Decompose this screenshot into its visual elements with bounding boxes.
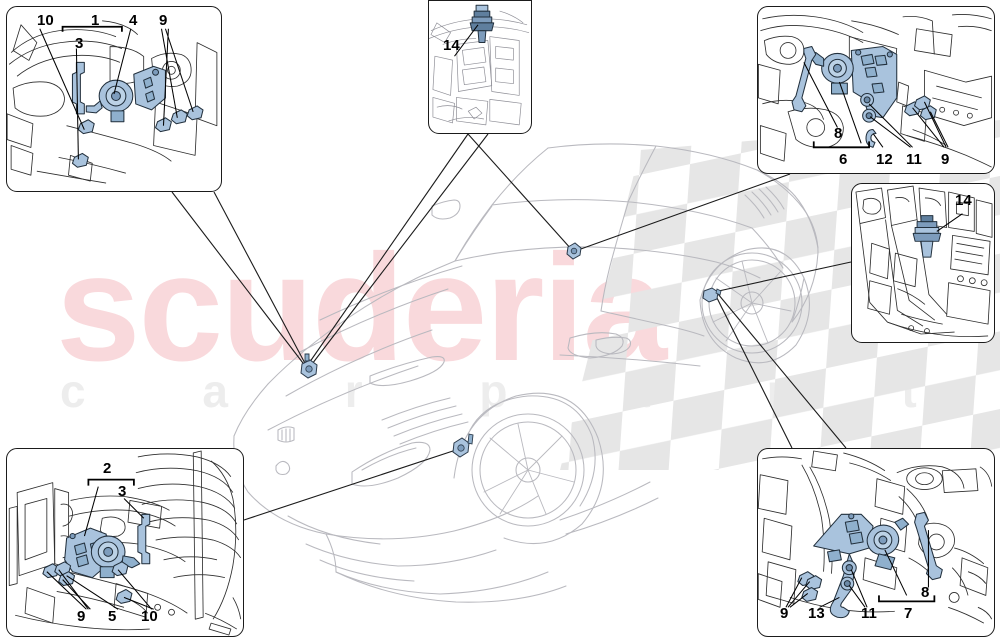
part-label-7: 7 — [904, 605, 913, 622]
part-label-4: 4 — [129, 12, 138, 29]
callout-panel-rear-subframe[interactable]: 14 — [851, 183, 995, 343]
part-label-13: 13 — [808, 605, 825, 622]
part-label-11: 11 — [861, 605, 877, 622]
car-part-marker-group — [300, 242, 722, 458]
panel-artwork-front-suspension-lh — [7, 20, 218, 184]
callout-panel-engine-mount[interactable]: 14 — [428, 0, 532, 134]
callout-panel-rear-suspension-rh[interactable]: 8 6 12 11 9 — [757, 6, 995, 174]
part-label-9: 9 — [780, 605, 789, 622]
part-label-3: 3 — [118, 483, 127, 500]
part-label-12: 12 — [876, 151, 893, 168]
part-label-8: 8 — [834, 125, 843, 142]
part-label-1: 1 — [91, 12, 100, 29]
part-label-10: 10 — [37, 12, 54, 29]
watermark-brand-text: scuderia — [56, 223, 667, 393]
callout-panel-front-suspension-lh[interactable]: 10 1 3 4 9 — [6, 6, 222, 192]
part-label-3: 3 — [75, 35, 84, 52]
part-label-11: 11 — [906, 151, 922, 168]
part-label-9: 9 — [77, 608, 86, 625]
part-label-10: 10 — [141, 608, 158, 625]
panel-artwork-rear-suspension-rh — [758, 13, 993, 168]
part-label-14: 14 — [955, 192, 972, 209]
part-label-6: 6 — [839, 151, 848, 168]
panel-artwork-front-suspension-rh — [8, 450, 242, 636]
panel-artwork-engine-mount — [429, 4, 530, 126]
panel-artwork-rear-suspension-lh — [758, 450, 993, 624]
part-label-9: 9 — [159, 12, 168, 29]
part-label-14: 14 — [443, 37, 460, 54]
part-label-8: 8 — [921, 584, 930, 601]
callout-panel-front-suspension-rh[interactable]: 2 3 9 5 10 — [6, 448, 244, 637]
callout-panel-rear-suspension-lh[interactable]: 9 13 11 8 7 — [757, 448, 995, 637]
part-label-2: 2 — [103, 460, 112, 477]
part-label-5: 5 — [108, 608, 117, 625]
panel-artwork-rear-subframe — [855, 185, 993, 338]
watermark-subtitle-text: c a r p a r t s — [60, 365, 1000, 417]
part-label-9: 9 — [941, 151, 950, 168]
